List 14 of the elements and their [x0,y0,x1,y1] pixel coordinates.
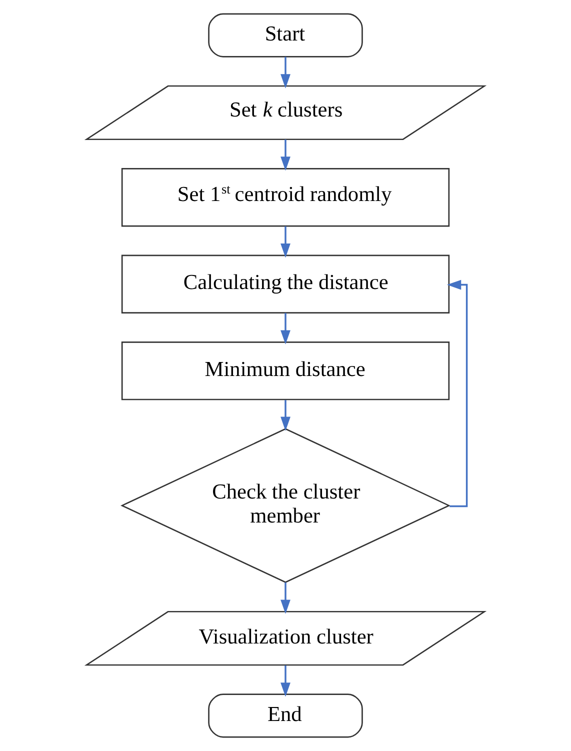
arrow [280,56,290,88]
node-box: End [208,694,363,738]
arrow [280,582,290,614]
node-box: Set 1$^{st}$ centroid randomly [121,168,450,227]
arrow [280,665,290,697]
node-box: Minimum distance [121,341,450,400]
arrow [280,140,290,171]
node-box: Calculating the distance [121,254,450,314]
arrow [446,280,468,508]
node-diamond: Check the cluster member [120,428,450,584]
arrow [280,400,290,431]
node-box: Start [208,13,363,58]
arrow [280,312,290,344]
arrow [280,226,290,258]
